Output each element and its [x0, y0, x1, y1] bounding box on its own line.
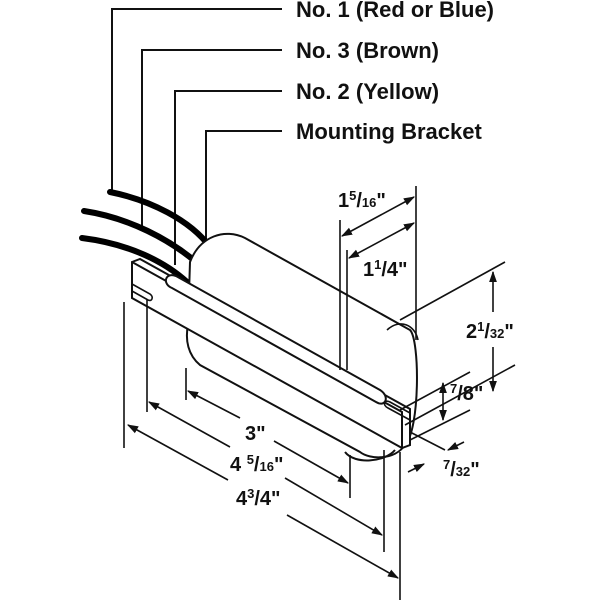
callout-bracket: Mounting Bracket [296, 119, 482, 144]
dim-arrow-7-32-a [446, 441, 465, 451]
dim-arrow-3-a [187, 390, 241, 419]
leader-wire-3 [141, 49, 282, 230]
leader-wire-2 [174, 90, 282, 265]
dim-arrow-1-1-4 [348, 222, 415, 259]
dim-label-body-depth-inner: 11/4" [363, 257, 408, 281]
dim-arrow-4-3-4-b [286, 514, 399, 579]
extension-lines [123, 186, 516, 600]
dim-label-slot-spacing: 4 5/16" [230, 452, 283, 476]
dim-label-body-depth-outer: 15/16" [338, 188, 386, 212]
dim-label-overall-length: 43/4" [236, 486, 281, 510]
dim-label-height: 21/32" [466, 319, 514, 343]
dimension-arrows [127, 196, 497, 579]
wire-no2 [79, 235, 190, 285]
dim-arrow-4-3-4-a [127, 424, 229, 481]
leader-wire-1 [111, 8, 282, 190]
dim-arrow-3-b [273, 440, 349, 484]
dim-label-bracket-thickness: 7/32" [443, 457, 480, 481]
dim-arrow-4-5-16-b [284, 477, 383, 536]
dim-arrow-7-32-b [407, 463, 426, 473]
callout-wire-3: No. 3 (Brown) [296, 38, 439, 63]
bracket-slot [164, 274, 387, 405]
wire-no3 [81, 208, 199, 265]
callout-wire-1: No. 1 (Red or Blue) [296, 0, 494, 22]
mounting-bracket [131, 257, 411, 450]
dim-label-bracket-height: 7/8" [450, 381, 483, 405]
callout-wire-2: No. 2 (Yellow) [296, 79, 439, 104]
dim-label-body-length: 3" [245, 423, 266, 445]
wires [79, 189, 213, 285]
dim-arrow-4-5-16-a [148, 401, 231, 448]
wire-no1 [107, 189, 213, 250]
